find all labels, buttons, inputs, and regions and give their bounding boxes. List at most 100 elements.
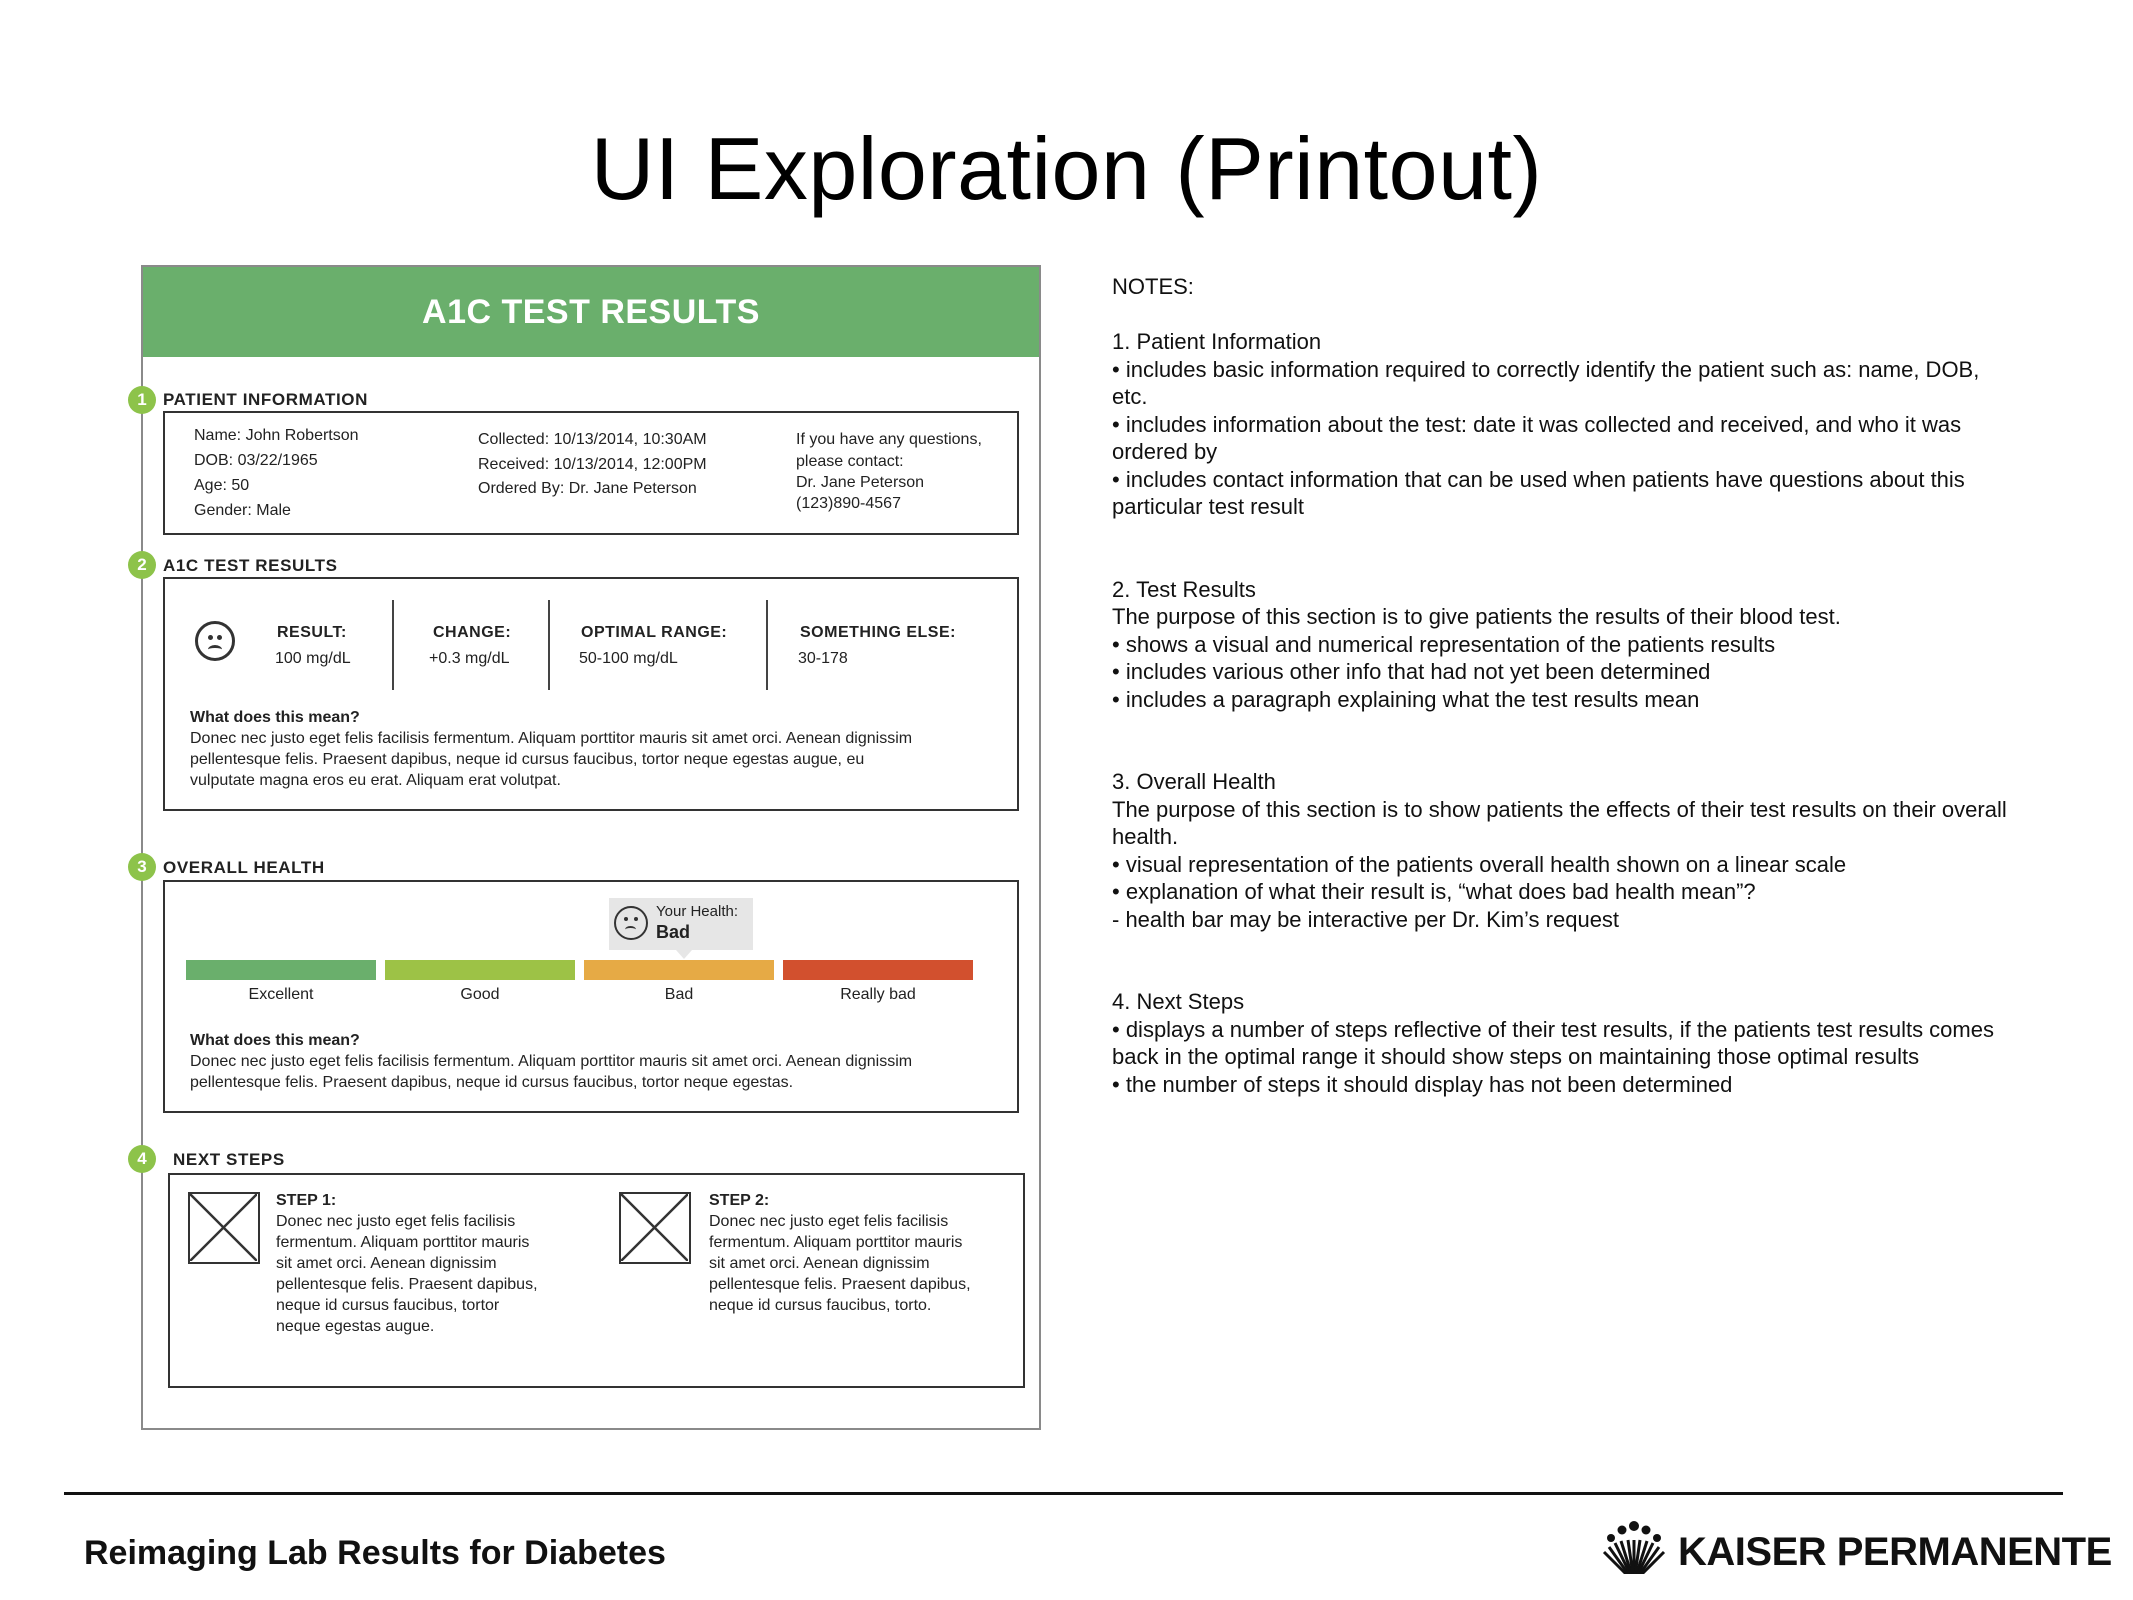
sad-face-icon — [195, 621, 235, 661]
notes-line: etc. — [1112, 384, 1148, 409]
section-number-4: 4 — [128, 1145, 156, 1173]
health-label-really-bad: Really bad — [840, 986, 916, 1003]
test-received: Received: 10/13/2014, 12:00PM — [478, 456, 707, 473]
notes-heading: NOTES: — [1112, 274, 1194, 299]
test-results-box — [163, 577, 1019, 811]
section-title-test-results: A1C TEST RESULTS — [163, 556, 338, 575]
patient-gender: Gender: Male — [194, 502, 291, 519]
step-1-line: Donec nec justo eget felis facilisis — [276, 1213, 516, 1230]
metric-optimal-range-label: OPTIMAL RANGE: — [581, 624, 728, 641]
notes-spacer — [1112, 741, 2072, 769]
notes-line: • shows a visual and numerical represent… — [1112, 631, 1776, 657]
health-meaning-title: What does this mean? — [190, 1032, 360, 1049]
section-title-overall-health: OVERALL HEALTH — [163, 858, 325, 877]
notes-line: The purpose of this section is to show p… — [1112, 796, 2007, 822]
metric-change-value: +0.3 mg/dL — [429, 650, 510, 667]
test-ordered-by: Ordered By: Dr. Jane Peterson — [478, 480, 697, 497]
metric-something-else-label: SOMETHING ELSE: — [800, 624, 956, 641]
health-meaning-line: Donec nec justo eget felis facilisis fer… — [190, 1053, 913, 1070]
notes-line: • includes contact information that can … — [1112, 466, 1965, 492]
results-meaning-line: Donec nec justo eget felis facilisis fer… — [190, 730, 913, 747]
notes-line: • the number of steps it should display … — [1112, 1071, 1733, 1097]
metric-divider — [766, 600, 768, 690]
step-1-title: STEP 1: — [276, 1192, 337, 1209]
step-1-line: fermentum. Aliquam porttitor mauris — [276, 1234, 530, 1251]
kaiser-permanente-logo: KAISER PERMANENTE — [1598, 1520, 2112, 1584]
notes-spacer — [1112, 961, 2072, 989]
notes-line: ordered by — [1112, 439, 1218, 464]
step-1-line: neque id cursus faucibus, tortor — [276, 1297, 500, 1314]
notes-section-title: 2. Test Results — [1112, 576, 1256, 602]
notes-line: • includes a paragraph explaining what t… — [1112, 686, 1700, 712]
step-2-line: Donec nec justo eget felis facilisis — [709, 1213, 949, 1230]
health-bar-bad[interactable] — [584, 960, 774, 980]
step-2-image-placeholder — [619, 1192, 691, 1264]
step-2-title: STEP 2: — [709, 1192, 770, 1209]
health-label-good: Good — [460, 986, 500, 1003]
section-number-1: 1 — [128, 386, 156, 414]
health-label-bad: Bad — [664, 986, 694, 1003]
patient-age: Age: 50 — [194, 477, 250, 494]
section-number-2: 2 — [128, 551, 156, 579]
health-tooltip-label: Your Health: — [656, 903, 739, 920]
step-1-line: neque egestas augue. — [276, 1318, 435, 1335]
step-2-line: pellentesque felis. Praesent dapibus, — [709, 1276, 971, 1293]
results-meaning-title: What does this mean? — [190, 709, 360, 726]
section-title-patient-information: PATIENT INFORMATION — [163, 390, 368, 409]
footer-title: Reimaging Lab Results for Diabetes — [84, 1534, 666, 1572]
notes-line: particular test result — [1112, 494, 1304, 519]
notes-spacer — [1112, 713, 2072, 741]
printout-header: A1C TEST RESULTS — [143, 267, 1039, 357]
section-title-next-steps: NEXT STEPS — [173, 1150, 285, 1169]
metric-result-label: RESULT: — [277, 624, 347, 641]
notes-line: back in the optimal range it should show… — [1112, 1044, 1920, 1069]
patient-info-box — [163, 411, 1019, 535]
notes-line: health. — [1112, 824, 1179, 849]
section-number-3: 3 — [128, 853, 156, 881]
results-meaning-line: pellentesque felis. Praesent dapibus, ne… — [190, 751, 865, 768]
next-steps-box — [168, 1173, 1025, 1388]
health-label-excellent: Excellent — [248, 986, 314, 1003]
notes-section-title: 1. Patient Information — [1112, 329, 1322, 354]
patient-dob: DOB: 03/22/1965 — [194, 452, 318, 469]
step-2-line: sit amet orci. Aenean dignissim — [709, 1255, 930, 1272]
health-bar-good[interactable] — [385, 960, 575, 980]
notes-panel: NOTES: 1. Patient Information • includes… — [1112, 273, 2072, 1098]
test-collected: Collected: 10/13/2014, 10:30AM — [478, 431, 707, 448]
notes-line: • includes various other info that had n… — [1112, 659, 1711, 684]
sad-face-icon — [614, 906, 648, 940]
notes-line: • includes basic information required to… — [1112, 356, 1980, 382]
step-1-line: pellentesque felis. Praesent dapibus, — [276, 1276, 538, 1293]
notes-line: • explanation of what their result is, “… — [1112, 879, 1756, 904]
metric-divider — [392, 600, 394, 690]
footer-divider — [64, 1492, 2063, 1495]
metric-divider — [548, 600, 550, 690]
contact-name: Dr. Jane Peterson — [796, 474, 925, 491]
step-1-line: sit amet orci. Aenean dignissim — [276, 1255, 497, 1272]
health-tooltip-value: Bad — [656, 922, 691, 942]
metric-something-else-value: 30-178 — [798, 650, 848, 667]
metric-change-label: CHANGE: — [433, 624, 512, 641]
kaiser-logo-icon — [1598, 1521, 1668, 1584]
notes-spacer — [1112, 933, 2072, 961]
contact-phone: (123)890-4567 — [796, 495, 901, 512]
health-bar-excellent[interactable] — [186, 960, 376, 980]
patient-name: Name: John Robertson — [194, 427, 359, 444]
notes-section-title: 4. Next Steps — [1112, 989, 1245, 1014]
overall-health-box — [163, 880, 1019, 1113]
notes-line: • displays a number of steps reflective … — [1112, 1016, 1994, 1042]
health-meaning-line: pellentesque felis. Praesent dapibus, ne… — [190, 1074, 794, 1091]
notes-line: - health bar may be interactive per Dr. … — [1112, 906, 1620, 932]
health-bar-really-bad[interactable] — [783, 960, 973, 980]
logo-wordmark: KAISER PERMANENTE — [1678, 1530, 2112, 1574]
metric-result-value: 100 mg/dL — [275, 650, 351, 667]
step-1-image-placeholder — [188, 1192, 260, 1264]
slide-title: UI Exploration (Printout) — [590, 119, 1543, 218]
notes-line: The purpose of this section is to give p… — [1112, 604, 1841, 629]
notes-spacer — [1112, 521, 2072, 549]
notes-line: • includes information about the test: d… — [1112, 411, 1962, 437]
results-meaning-line: vulputate magna eros eu erat. Aliquam er… — [190, 772, 561, 789]
health-tooltip-arrow — [676, 950, 692, 959]
printout-card: A1C TEST RESULTS — [141, 265, 1041, 1430]
step-2-line: fermentum. Aliquam porttitor mauris — [709, 1234, 963, 1251]
